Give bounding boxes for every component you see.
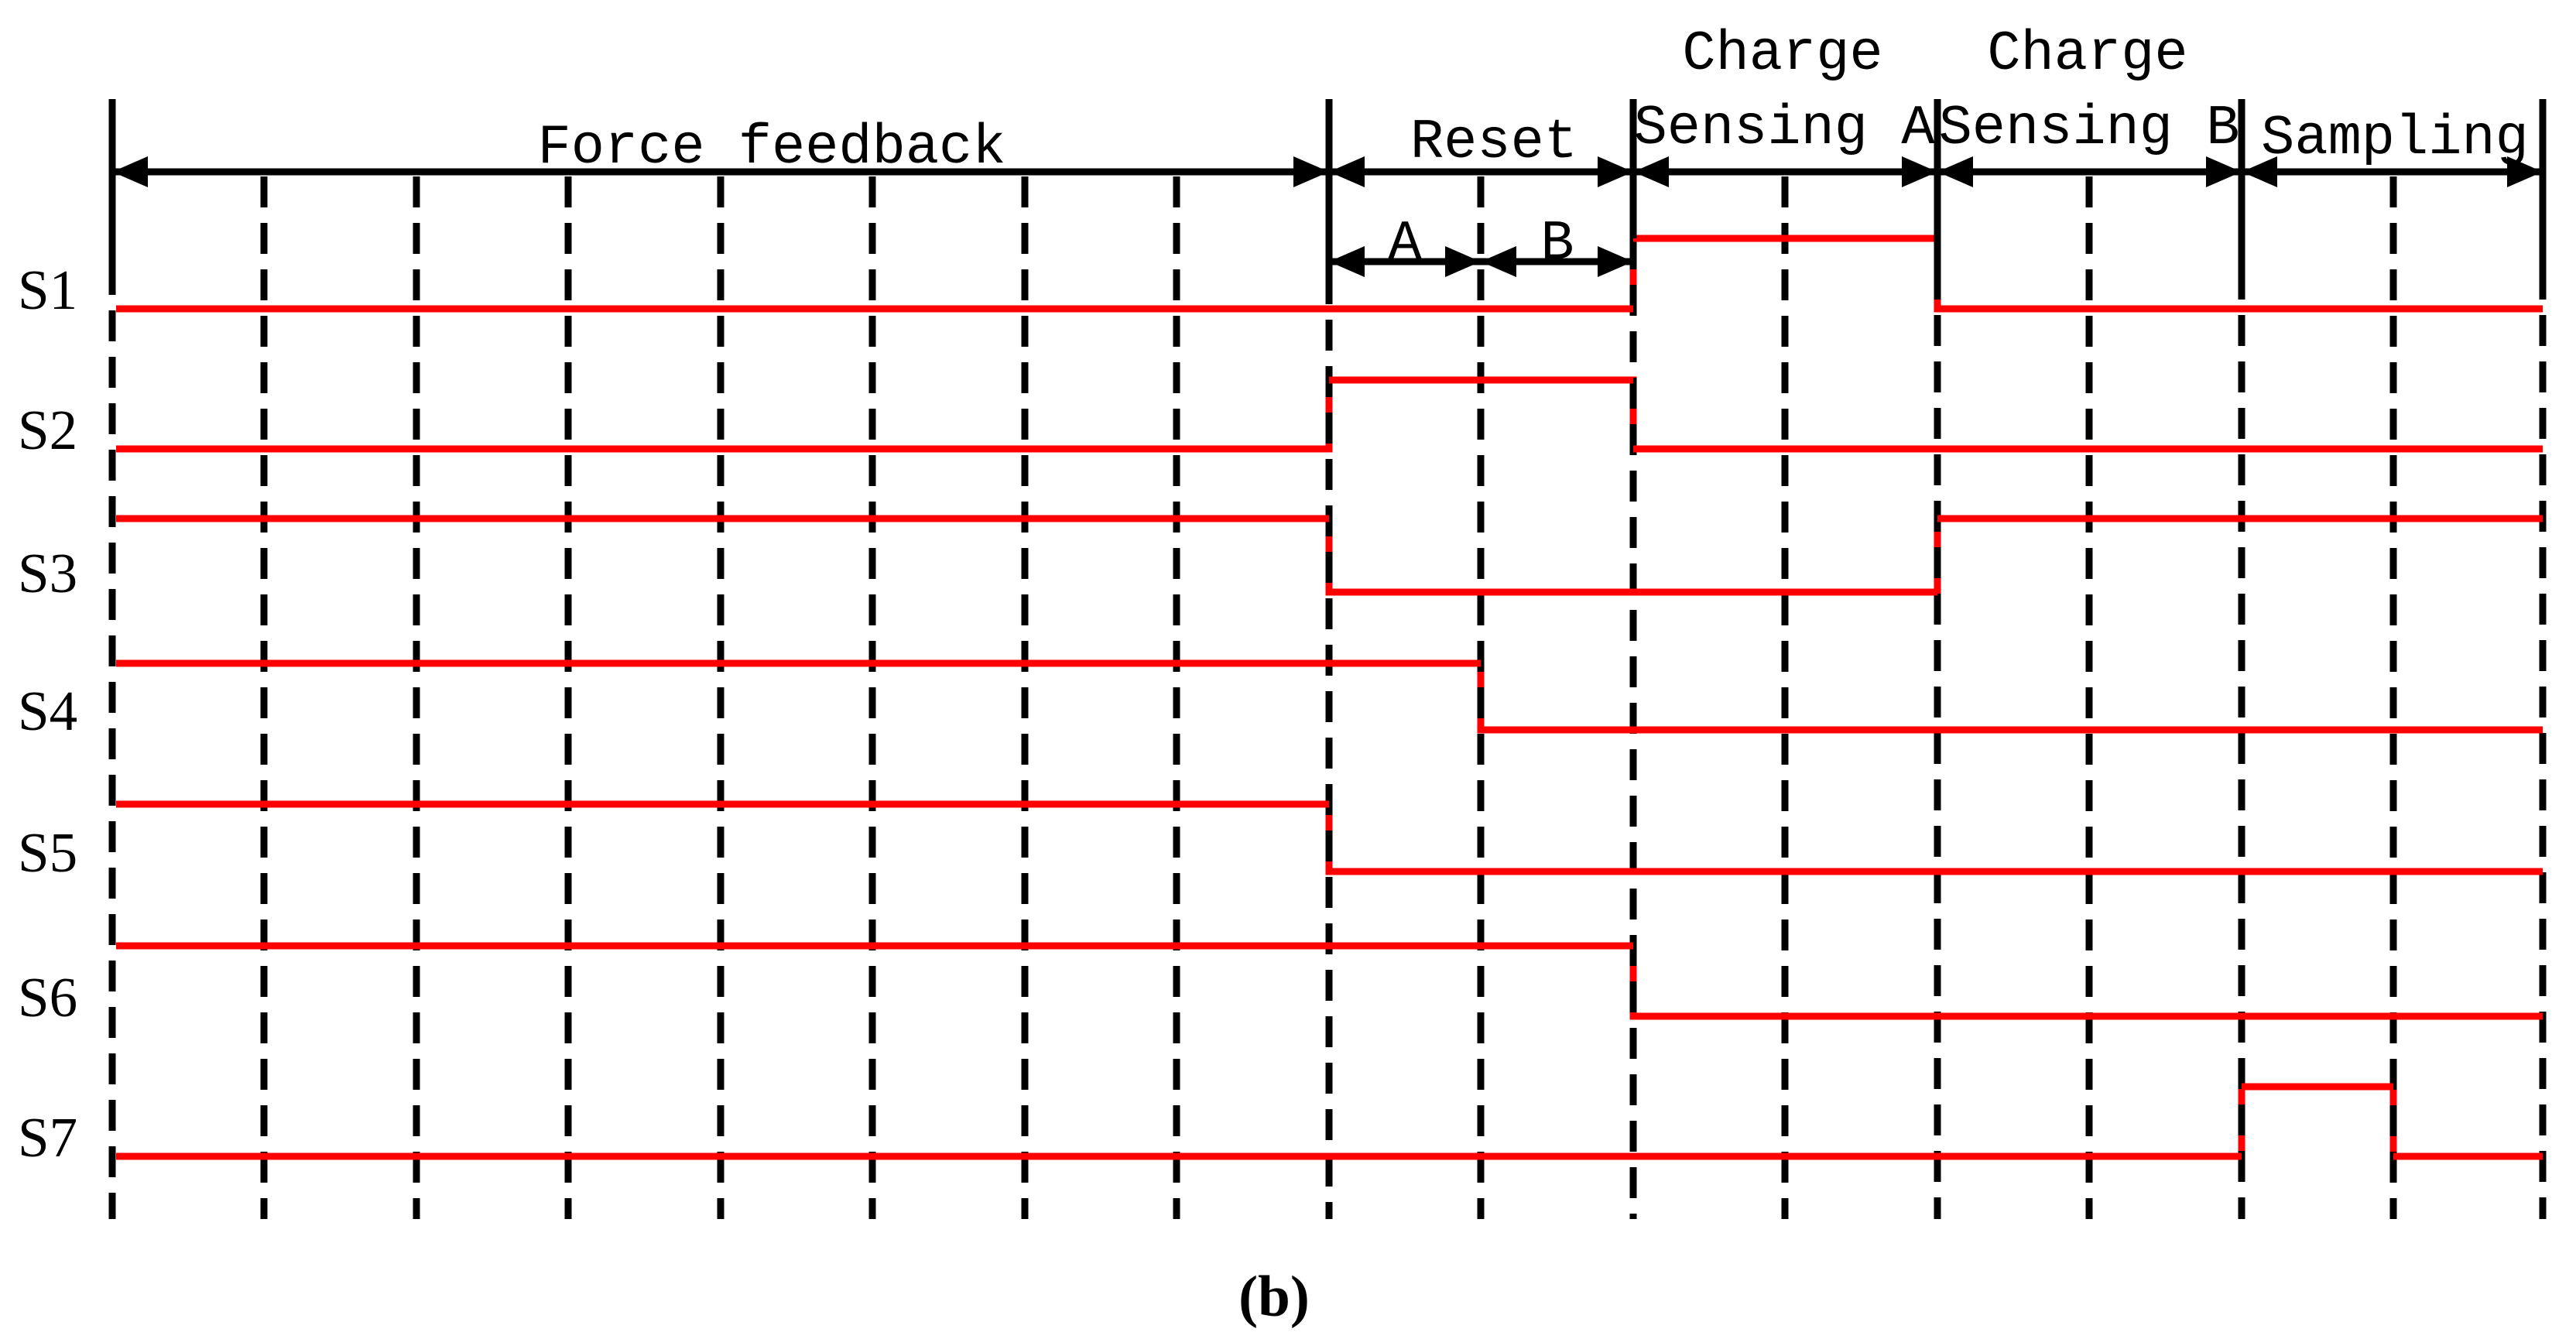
signal-traces-horizontal xyxy=(116,235,2543,1160)
phase-label-force-feedback-line0: Force feedback xyxy=(538,116,1006,180)
signal-label-S4: S4 xyxy=(18,680,77,742)
sub-phase-label-b: B xyxy=(1540,212,1574,276)
sub-phase-arrow-arrowhead-right-icon xyxy=(1445,246,1481,277)
phase-arrow-arrowhead-right-icon xyxy=(2507,156,2543,187)
phase-arrow-arrowhead-right-icon xyxy=(2206,156,2242,187)
figure-caption: (b) xyxy=(1238,1265,1310,1329)
signal-label-S7: S7 xyxy=(18,1106,77,1169)
signal-label-S5: S5 xyxy=(18,821,77,884)
sub-phase-label-a: A xyxy=(1388,212,1422,276)
phase-label-charge-sensing-b-line0: Charge xyxy=(1987,22,2187,86)
dimension-arrows xyxy=(112,156,2543,277)
grid-solid-lines xyxy=(108,99,2547,273)
phase-arrow-arrowhead-right-icon xyxy=(1293,156,1329,187)
signal-trace-top-S4 xyxy=(116,659,2543,734)
phase-arrow-arrowhead-left-icon xyxy=(1937,156,1973,187)
signal-label-S3: S3 xyxy=(18,542,77,604)
phase-label-sampling-line0: Sampling xyxy=(2261,107,2529,170)
phase-label-charge-sensing-a-line1: Sensing A xyxy=(1634,97,1936,160)
caption-group: (b) xyxy=(1238,1265,1310,1329)
phase-arrow-arrowhead-left-icon xyxy=(1633,156,1669,187)
signal-trace-top-S1 xyxy=(116,235,2543,313)
signal-label-S1: S1 xyxy=(18,259,77,321)
phase-label-charge-sensing-a-line0: Charge xyxy=(1682,22,1882,86)
phase-arrow-arrowhead-left-icon xyxy=(112,156,148,187)
sub-phase-arrow-arrowhead-left-icon xyxy=(1481,246,1516,277)
phase-label-charge-sensing-b-line1: Sensing B xyxy=(1939,97,2240,160)
grid-dashed-lines xyxy=(108,176,2547,1219)
sub-phase-arrow-arrowhead-left-icon xyxy=(1329,246,1365,277)
signal-trace-top-S5 xyxy=(116,800,2543,875)
sub-phase-arrow-arrowhead-right-icon xyxy=(1598,246,1633,277)
signal-trace-top-S6 xyxy=(116,942,2543,1020)
signal-trace-top-S3 xyxy=(116,515,2543,596)
signal-trace-top-S7 xyxy=(116,1083,2543,1160)
phase-label-reset-line0: Reset xyxy=(1410,111,1577,174)
signal-label-S2: S2 xyxy=(18,399,77,461)
signal-trace-top-S2 xyxy=(116,376,2543,453)
phase-arrow-arrowhead-right-icon xyxy=(1598,156,1633,187)
phase-arrow-arrowhead-left-icon xyxy=(2242,156,2277,187)
phase-arrow-arrowhead-left-icon xyxy=(1329,156,1365,187)
phase-arrow-arrowhead-right-icon xyxy=(1902,156,1937,187)
signal-label-S6: S6 xyxy=(18,966,77,1029)
